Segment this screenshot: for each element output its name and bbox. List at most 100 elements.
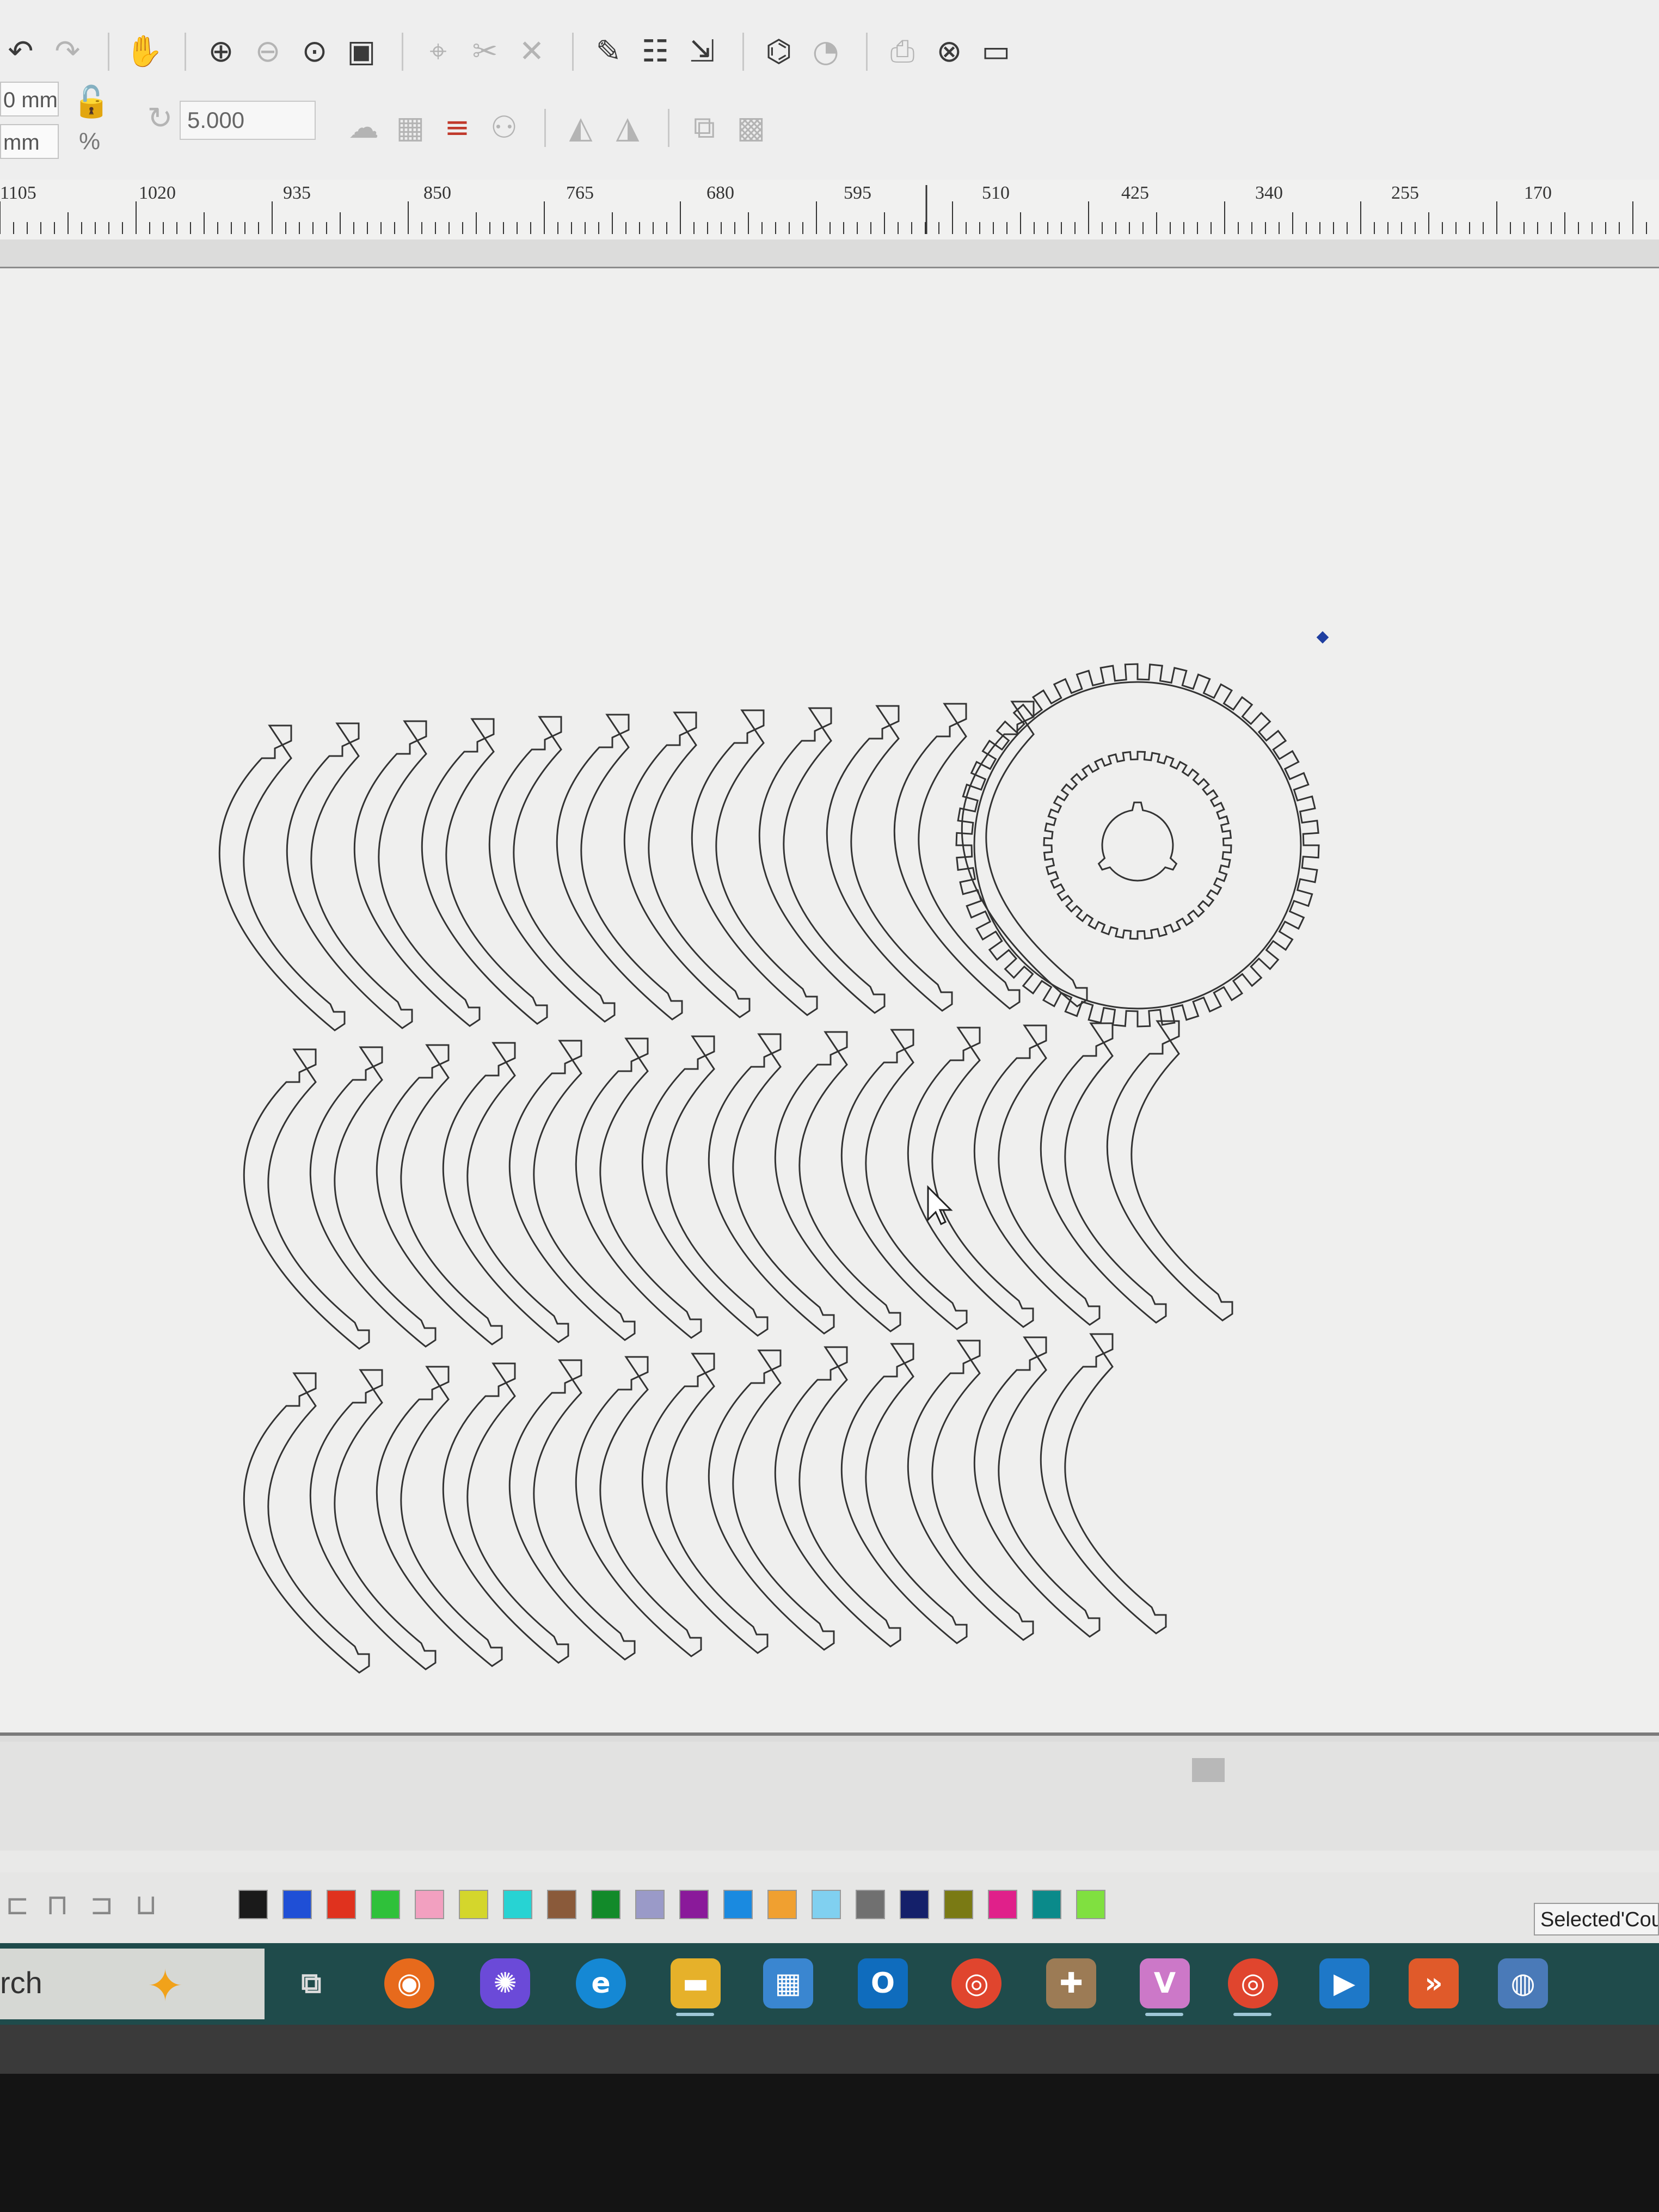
notepad-app-icon[interactable]: ✚ (1046, 1958, 1096, 2008)
zoom-page-icon[interactable]: ▣ (347, 34, 376, 69)
width-unit-field[interactable]: 0 mm (0, 82, 59, 116)
curved-segment-part[interactable] (907, 1027, 1034, 1328)
curved-segment-part[interactable] (575, 1356, 702, 1657)
lock-icon[interactable]: 🔓 (72, 84, 110, 120)
undo-icon[interactable]: ↶ (8, 34, 34, 69)
curved-segment-part[interactable] (575, 1037, 702, 1339)
color-swatch[interactable] (327, 1890, 356, 1919)
curved-segment-part[interactable] (508, 1040, 636, 1341)
mirror-h-icon[interactable]: ◭ (569, 110, 593, 145)
lock-object-icon[interactable]: ⚇ (490, 110, 518, 145)
task-view-icon[interactable]: ⧉ (301, 1967, 322, 2000)
zoom-out-icon[interactable]: ⊖ (255, 34, 281, 69)
color-swatch[interactable] (767, 1890, 797, 1919)
curved-segment-part[interactable] (758, 707, 886, 1014)
curved-segment-part[interactable] (973, 1336, 1101, 1638)
gear-inner-teeth[interactable] (1043, 751, 1232, 940)
gear-outer-teeth[interactable] (955, 663, 1320, 1028)
color-swatch[interactable] (282, 1890, 312, 1919)
curved-segment-part[interactable] (286, 722, 413, 1029)
curved-segment-part[interactable] (961, 701, 1088, 1007)
color-swatch[interactable] (679, 1890, 709, 1919)
edge-icon[interactable]: e (576, 1958, 626, 2008)
grid-group-icon[interactable]: ▦ (396, 110, 425, 145)
curved-segment-part[interactable] (1040, 1022, 1167, 1324)
align-right-icon[interactable]: ⊐ (90, 1889, 114, 1921)
curved-segment-part[interactable] (218, 724, 346, 1031)
scrollbar-thumb[interactable] (1192, 1758, 1225, 1782)
laser-app-icon[interactable]: ◍ (1498, 1958, 1548, 2008)
align-left-icon[interactable]: ⊏ (5, 1889, 29, 1921)
weld-icon[interactable]: ⌬ (765, 34, 792, 69)
color-swatch[interactable] (944, 1890, 973, 1919)
microsoft-store-icon[interactable]: ▦ (763, 1958, 813, 2008)
color-swatch[interactable] (900, 1890, 929, 1919)
curved-segment-part[interactable] (442, 1362, 569, 1664)
align-bottom-icon[interactable]: ⊔ (135, 1889, 157, 1921)
curved-segment-part[interactable] (1040, 1333, 1167, 1635)
curved-segment-part[interactable] (973, 1024, 1101, 1326)
color-swatch[interactable] (547, 1890, 576, 1919)
color-swatch[interactable] (988, 1890, 1017, 1919)
color-swatch[interactable] (812, 1890, 841, 1919)
curved-segment-part[interactable] (708, 1349, 835, 1651)
color-swatch[interactable] (591, 1890, 620, 1919)
monitor-icon[interactable]: ▭ (981, 34, 1011, 69)
align-center-icon[interactable]: ⊓ (46, 1889, 69, 1921)
curved-segment-part[interactable] (691, 709, 818, 1016)
curved-segment-part[interactable] (907, 1340, 1034, 1641)
horizontal-scrollbar[interactable] (0, 1742, 1659, 1851)
send-icon[interactable]: ⎙ (890, 34, 915, 69)
curved-segment-part[interactable] (421, 718, 548, 1025)
curved-segment-part[interactable] (826, 705, 953, 1012)
curved-segment-part[interactable] (309, 1369, 437, 1670)
array-copy-icon[interactable]: ⧉ (693, 110, 715, 145)
color-swatch[interactable] (371, 1890, 400, 1919)
height-unit-field[interactable]: mm (0, 124, 59, 159)
transform-icon[interactable]: ◔ (812, 34, 839, 69)
curved-segment-part[interactable] (243, 1372, 370, 1674)
curved-segment-part[interactable] (243, 1048, 370, 1350)
curved-segment-part[interactable] (708, 1033, 835, 1335)
taskbar-search-box[interactable]: rch ✦ (0, 1949, 265, 2019)
graphics-app-icon[interactable]: V (1140, 1958, 1190, 2008)
redo-icon[interactable]: ↷ (54, 34, 81, 69)
curved-segment-part[interactable] (774, 1346, 901, 1648)
curved-segment-part[interactable] (774, 1031, 901, 1332)
hatch-icon[interactable]: ▩ (736, 110, 766, 145)
delete-node-icon[interactable]: ✕ (519, 34, 545, 69)
align-distribute-icon[interactable]: ≡ (444, 110, 470, 145)
color-swatch[interactable] (415, 1890, 444, 1919)
curved-segment-part[interactable] (840, 1029, 968, 1330)
curved-segment-part[interactable] (376, 1044, 503, 1345)
target-icon[interactable]: ⊗ (936, 34, 962, 69)
copilot-icon[interactable]: ✺ (480, 1958, 530, 2008)
angle-input[interactable]: 5.000 (180, 101, 316, 140)
curved-segment-part[interactable] (623, 711, 751, 1018)
color-swatch[interactable] (459, 1890, 488, 1919)
gear-hub[interactable] (1097, 801, 1178, 882)
curved-segment-part[interactable] (508, 1359, 636, 1661)
curved-segment-part[interactable] (641, 1035, 769, 1337)
color-swatch[interactable] (238, 1890, 268, 1919)
remote-app-icon[interactable]: » (1409, 1958, 1459, 2008)
curved-segment-part[interactable] (442, 1042, 569, 1343)
color-swatch[interactable] (723, 1890, 753, 1919)
mirror-v-icon[interactable]: ◮ (616, 110, 640, 145)
curved-segment-part[interactable] (1106, 1020, 1233, 1322)
node-edit-icon[interactable]: ⌖ (429, 34, 447, 69)
curved-segment-part[interactable] (893, 703, 1021, 1010)
array-icon[interactable]: ☷ (641, 34, 669, 69)
chrome-icon[interactable]: ◎ (951, 1958, 1001, 2008)
gear-ring-circle[interactable] (973, 681, 1302, 1010)
zoom-in-icon[interactable]: ⊕ (208, 34, 234, 69)
curved-segment-part[interactable] (309, 1046, 437, 1348)
file-explorer-icon[interactable]: ▬ (671, 1958, 721, 2008)
outlook-icon[interactable]: O (858, 1958, 908, 2008)
firefox-icon[interactable]: ◉ (384, 1958, 434, 2008)
curved-segment-part[interactable] (840, 1343, 968, 1644)
color-swatch[interactable] (856, 1890, 885, 1919)
media-player-icon[interactable]: ▶ (1319, 1958, 1369, 2008)
hand-pan-icon[interactable]: ✋ (125, 34, 163, 69)
color-swatch[interactable] (1032, 1890, 1061, 1919)
